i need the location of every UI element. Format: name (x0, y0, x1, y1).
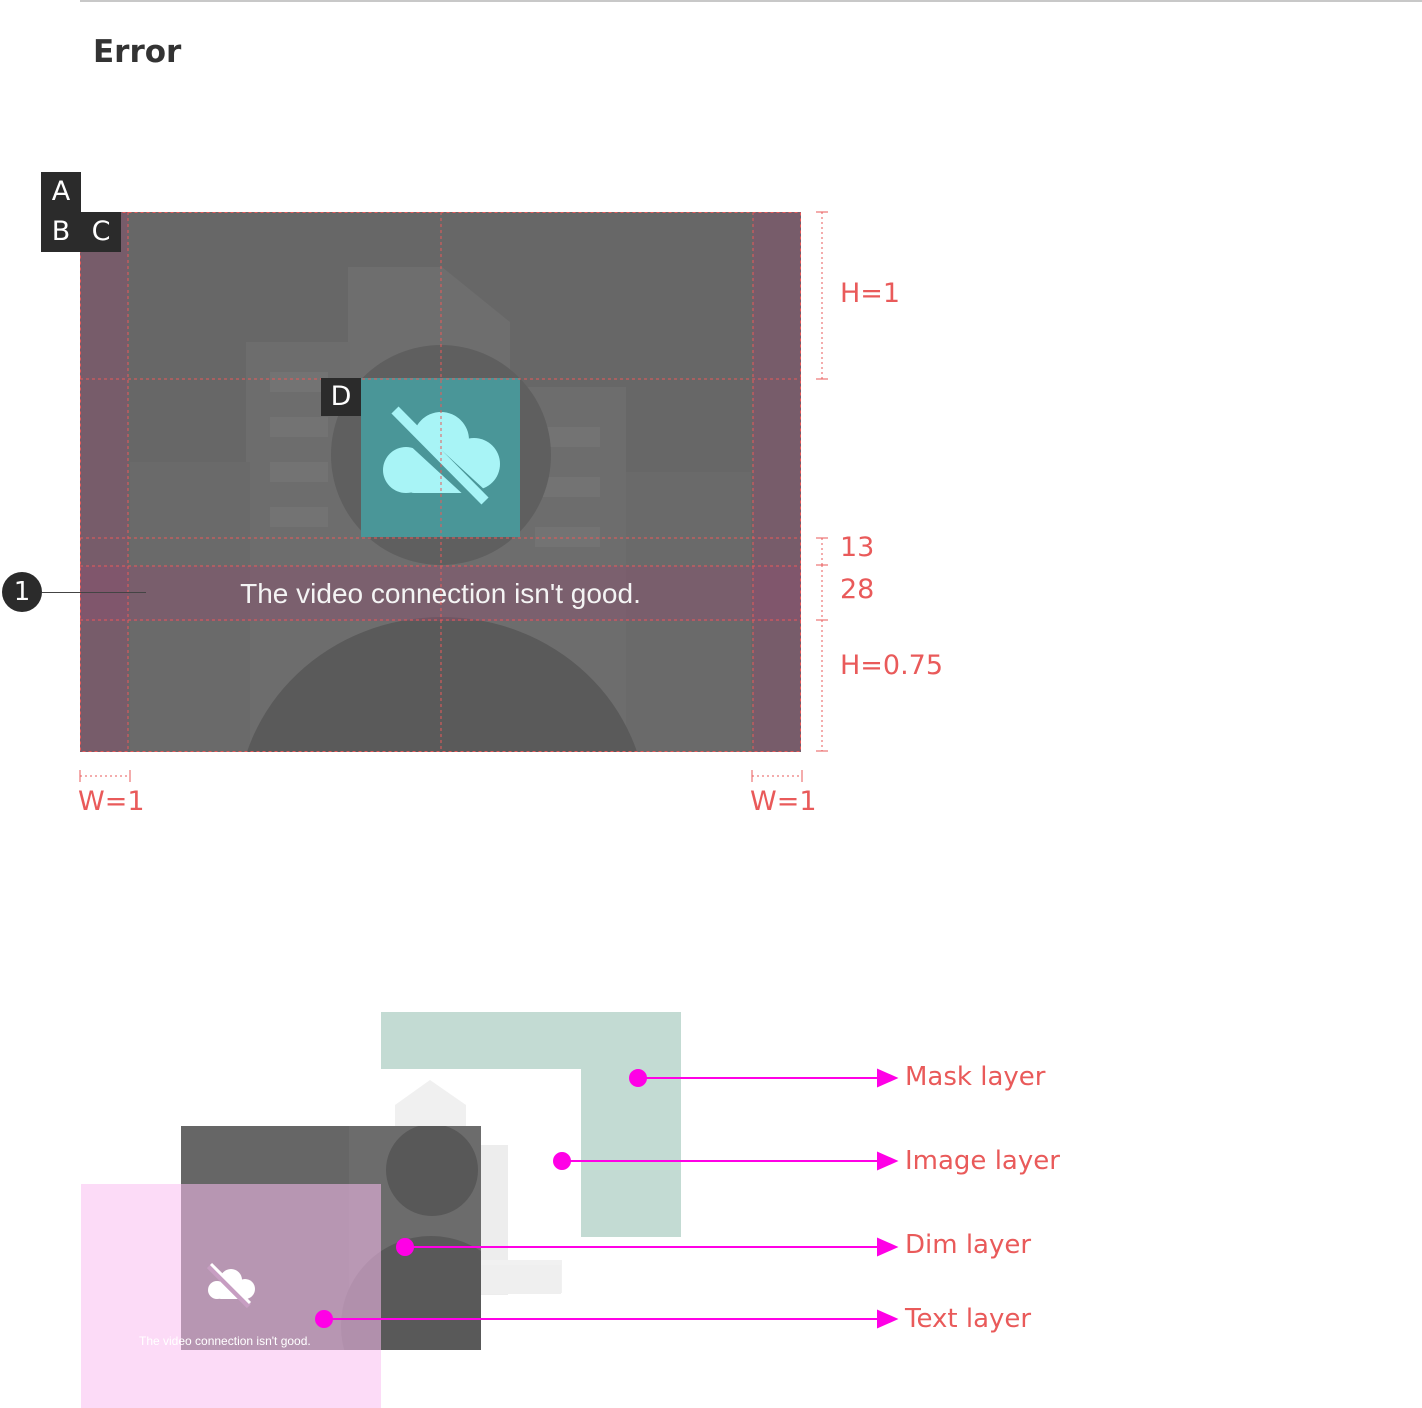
mask-layer-top (381, 1012, 681, 1069)
guide-lines (80, 212, 801, 752)
building-shape (130, 462, 250, 752)
text-layer: The video connection isn't good. (81, 1184, 381, 1408)
avatar-body (246, 617, 638, 752)
dim-text-height: 28 (840, 574, 875, 605)
tag-c: C (81, 212, 121, 252)
text-layer-caption: The video connection isn't good. (139, 1334, 311, 1348)
tag-a: A (41, 172, 81, 212)
top-divider (80, 0, 1422, 2)
page-title: Error (93, 34, 182, 70)
dim-right-width: W=1 (750, 786, 817, 817)
tag-b: B (41, 212, 81, 252)
vertical-dimension-guides (816, 211, 828, 752)
layer-pointers (315, 1068, 899, 1329)
callout-leader-line (42, 592, 146, 593)
mask-layer-label: Mask layer (905, 1062, 1046, 1092)
dim-gap: 13 (840, 532, 875, 563)
image-layer-label: Image layer (905, 1146, 1060, 1176)
callout-1: 1 (2, 572, 42, 612)
mask-layer-side (581, 1069, 681, 1237)
dim-layer-label: Dim layer (905, 1230, 1032, 1260)
image-layer-base (481, 1265, 561, 1294)
tag-d: D (321, 378, 361, 416)
horizontal-dimension-guides (79, 770, 803, 782)
left-margin-overlay (80, 212, 128, 752)
error-caption: The video connection isn't good. (240, 578, 641, 609)
text-area-overlay (80, 566, 801, 621)
dim-left-width: W=1 (78, 786, 145, 817)
dim-top-height: H=1 (840, 278, 901, 309)
dim-bottom-height: H=0.75 (840, 650, 944, 681)
cloud-off-icon (206, 1262, 255, 1309)
right-margin-overlay (753, 212, 801, 752)
building-shape (626, 472, 751, 752)
video-tile-spec: The video connection isn't good. (80, 212, 801, 752)
text-layer-label: Text layer (905, 1304, 1032, 1334)
window-grid (270, 372, 600, 547)
